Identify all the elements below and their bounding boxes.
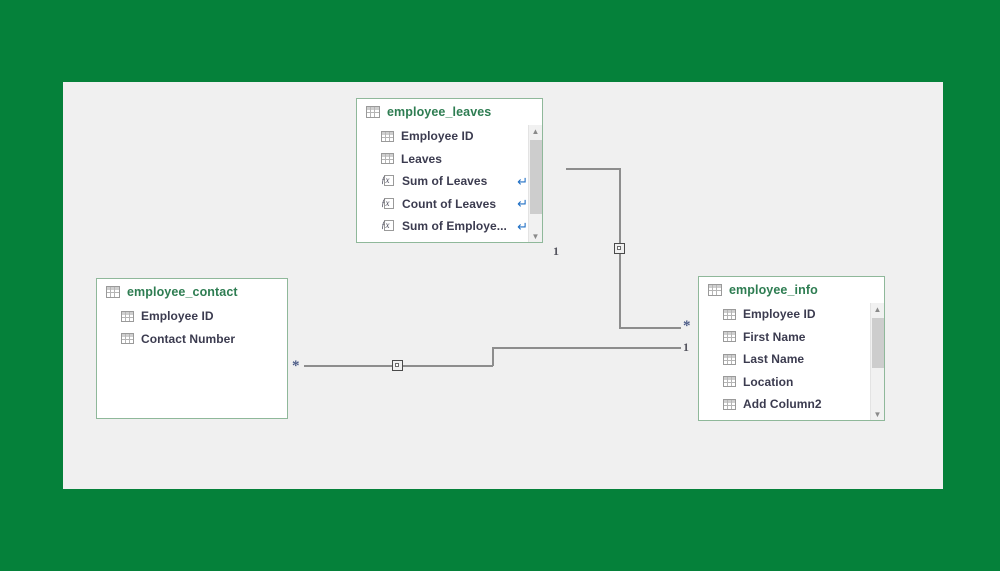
table-icon — [708, 284, 722, 296]
column-icon — [121, 333, 134, 345]
scroll-up-icon[interactable]: ▲ — [873, 305, 882, 314]
table-icon — [106, 286, 120, 298]
relationship-segment[interactable] — [566, 168, 620, 170]
field-row[interactable]: First Name — [699, 326, 884, 349]
field-row[interactable]: Last Name — [699, 348, 884, 371]
field-label: Sum of Leaves — [402, 174, 488, 189]
cardinality-label-one: 1 — [683, 340, 689, 354]
field-label: Sum of Employe... — [402, 219, 507, 234]
measure-fx-icon: ƒx — [381, 197, 395, 210]
field-label: Employee ID — [743, 307, 816, 322]
field-label: Leaves — [401, 151, 442, 166]
relationship-segment[interactable] — [492, 347, 494, 366]
column-icon — [723, 398, 736, 410]
scroll-down-icon[interactable]: ▼ — [531, 232, 540, 241]
field-list-employee-info: Employee ID First Name Last Name Locatio… — [699, 303, 884, 420]
vertical-scrollbar[interactable]: ▲ ▼ — [870, 303, 884, 420]
scrollbar-thumb[interactable] — [530, 140, 542, 214]
field-list-employee-contact: Employee ID Contact Number — [97, 305, 287, 350]
field-label: Count of Leaves — [402, 196, 497, 211]
table-card-employee-contact[interactable]: employee_contact Employee ID Contact Num… — [96, 278, 288, 419]
measure-arrow-icon: ↵ — [517, 173, 528, 189]
column-icon — [723, 376, 736, 388]
column-icon — [723, 353, 736, 365]
table-card-employee-info[interactable]: employee_info Employee ID First Name Las… — [698, 276, 885, 421]
table-header-employee-info[interactable]: employee_info — [699, 277, 884, 303]
table-title-label: employee_contact — [127, 285, 238, 299]
relationship-handle[interactable] — [614, 243, 625, 254]
column-icon — [121, 310, 134, 322]
field-row[interactable]: ƒx Count of Leaves ↵ — [357, 193, 542, 216]
relationship-segment[interactable] — [492, 347, 681, 349]
measure-arrow-icon: ↵ — [517, 218, 528, 234]
table-title-label: employee_leaves — [387, 105, 492, 119]
field-row[interactable]: Location — [699, 371, 884, 394]
field-label: Contact Number — [141, 331, 236, 346]
vertical-scrollbar[interactable]: ▲ ▼ — [528, 125, 542, 242]
cardinality-label-one: 1 — [553, 244, 559, 258]
cardinality-label-many: * — [683, 318, 691, 334]
field-row[interactable]: ƒx Sum of Employe... ↵ — [357, 215, 542, 238]
table-title-label: employee_info — [729, 283, 818, 297]
field-row[interactable]: Add Column2 — [699, 393, 884, 416]
measure-fx-icon: ƒx — [381, 220, 395, 232]
column-icon — [381, 130, 394, 142]
field-row[interactable]: ƒx Sum of Leaves ↵ — [357, 170, 542, 193]
field-row[interactable]: Leaves — [357, 148, 542, 171]
column-icon — [723, 308, 736, 320]
field-label: Add Column2 — [743, 397, 822, 412]
measure-arrow-icon: ↵ — [517, 196, 528, 212]
diagram-canvas[interactable]: employee_leaves Employee ID Leaves ƒx Su… — [63, 82, 943, 489]
measure-fx-icon: ƒx — [381, 175, 395, 187]
cardinality-label-many: * — [292, 358, 300, 374]
field-label: Location — [743, 374, 794, 389]
field-label: First Name — [743, 329, 806, 344]
scroll-down-icon[interactable]: ▼ — [873, 410, 882, 419]
column-icon — [723, 331, 736, 343]
table-icon — [366, 106, 380, 118]
field-label: Last Name — [743, 352, 805, 367]
column-icon — [381, 153, 394, 165]
field-row[interactable]: Employee ID — [357, 125, 542, 148]
relationship-segment[interactable] — [619, 327, 681, 329]
scrollbar-thumb[interactable] — [872, 318, 884, 368]
table-card-employee-leaves[interactable]: employee_leaves Employee ID Leaves ƒx Su… — [356, 98, 543, 243]
field-row[interactable]: Contact Number — [97, 328, 287, 351]
field-row[interactable]: Employee ID — [699, 303, 884, 326]
field-row[interactable]: Employee ID — [97, 305, 287, 328]
field-list-employee-leaves: Employee ID Leaves ƒx Sum of Leaves ↵ ƒx… — [357, 125, 542, 242]
table-header-employee-leaves[interactable]: employee_leaves — [357, 99, 542, 125]
field-label: Employee ID — [401, 129, 474, 144]
table-header-employee-contact[interactable]: employee_contact — [97, 279, 287, 305]
field-label: Employee ID — [141, 309, 214, 324]
scroll-up-icon[interactable]: ▲ — [531, 127, 540, 136]
relationship-handle[interactable] — [392, 360, 403, 371]
